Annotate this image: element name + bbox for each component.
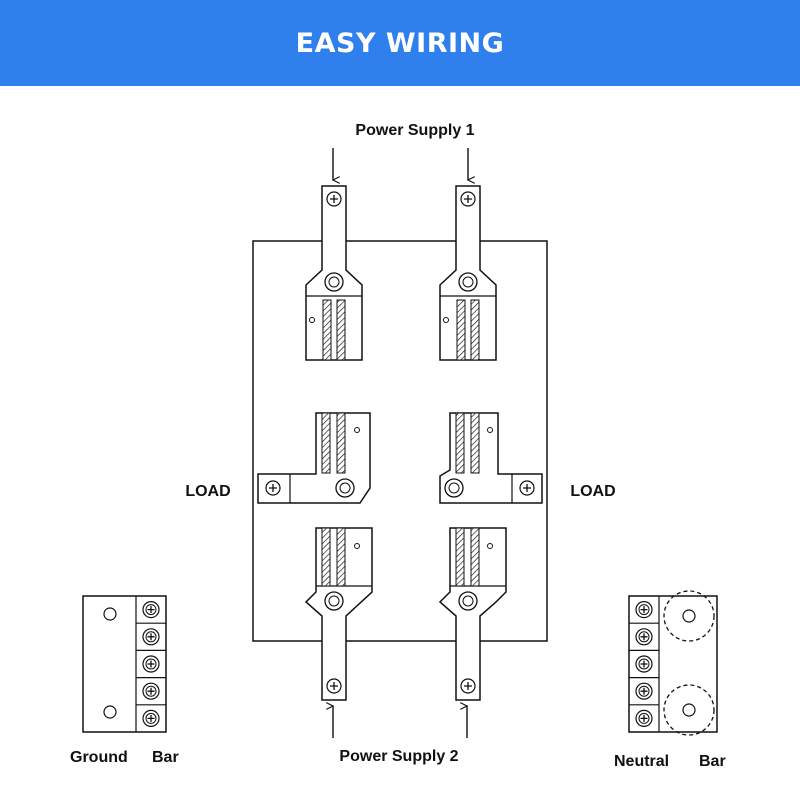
screw-icon (635, 709, 653, 728)
screw-icon (142, 655, 160, 673)
screw-icon (324, 591, 344, 611)
screw-icon (635, 655, 653, 673)
screw-icon (460, 191, 476, 207)
neutral-bar-label: Bar (699, 753, 726, 770)
screw-icon (458, 591, 478, 611)
ground-label: Ground (70, 749, 128, 766)
power-supply-1-label: Power Supply 1 (355, 122, 474, 139)
power-supply-2-label: Power Supply 2 (339, 748, 458, 765)
screw-icon (142, 709, 160, 728)
bottom-right-breaker (438, 527, 507, 701)
top-right-breaker (439, 185, 497, 361)
screw-icon (326, 191, 342, 207)
bottom-left-breaker (304, 527, 373, 701)
load-left-label: LOAD (185, 483, 230, 500)
screw-icon (142, 628, 160, 646)
screw-icon (326, 678, 342, 694)
screw-icon (324, 272, 344, 292)
screw-icon (142, 682, 160, 700)
load-right-label: LOAD (570, 483, 615, 500)
top-left-breaker (305, 185, 363, 361)
screw-icon (519, 480, 535, 496)
screw-icon (335, 478, 355, 498)
screw-icon (458, 272, 478, 292)
screw-icon (265, 480, 281, 496)
header-banner: EASY WIRING (0, 0, 800, 86)
screw-icon (142, 600, 160, 619)
screw-icon (635, 628, 653, 646)
neutral-label: Neutral (614, 753, 669, 770)
ground-bar (82, 595, 167, 733)
screw-icon (635, 600, 653, 619)
right-load-lug (439, 412, 543, 504)
left-load-lug (257, 412, 371, 504)
banner-title: EASY WIRING (295, 27, 505, 59)
screw-icon (444, 478, 464, 498)
ground-bar-label: Bar (152, 749, 179, 766)
screw-icon (460, 678, 476, 694)
screw-icon (635, 682, 653, 700)
neutral-bar (628, 590, 718, 736)
